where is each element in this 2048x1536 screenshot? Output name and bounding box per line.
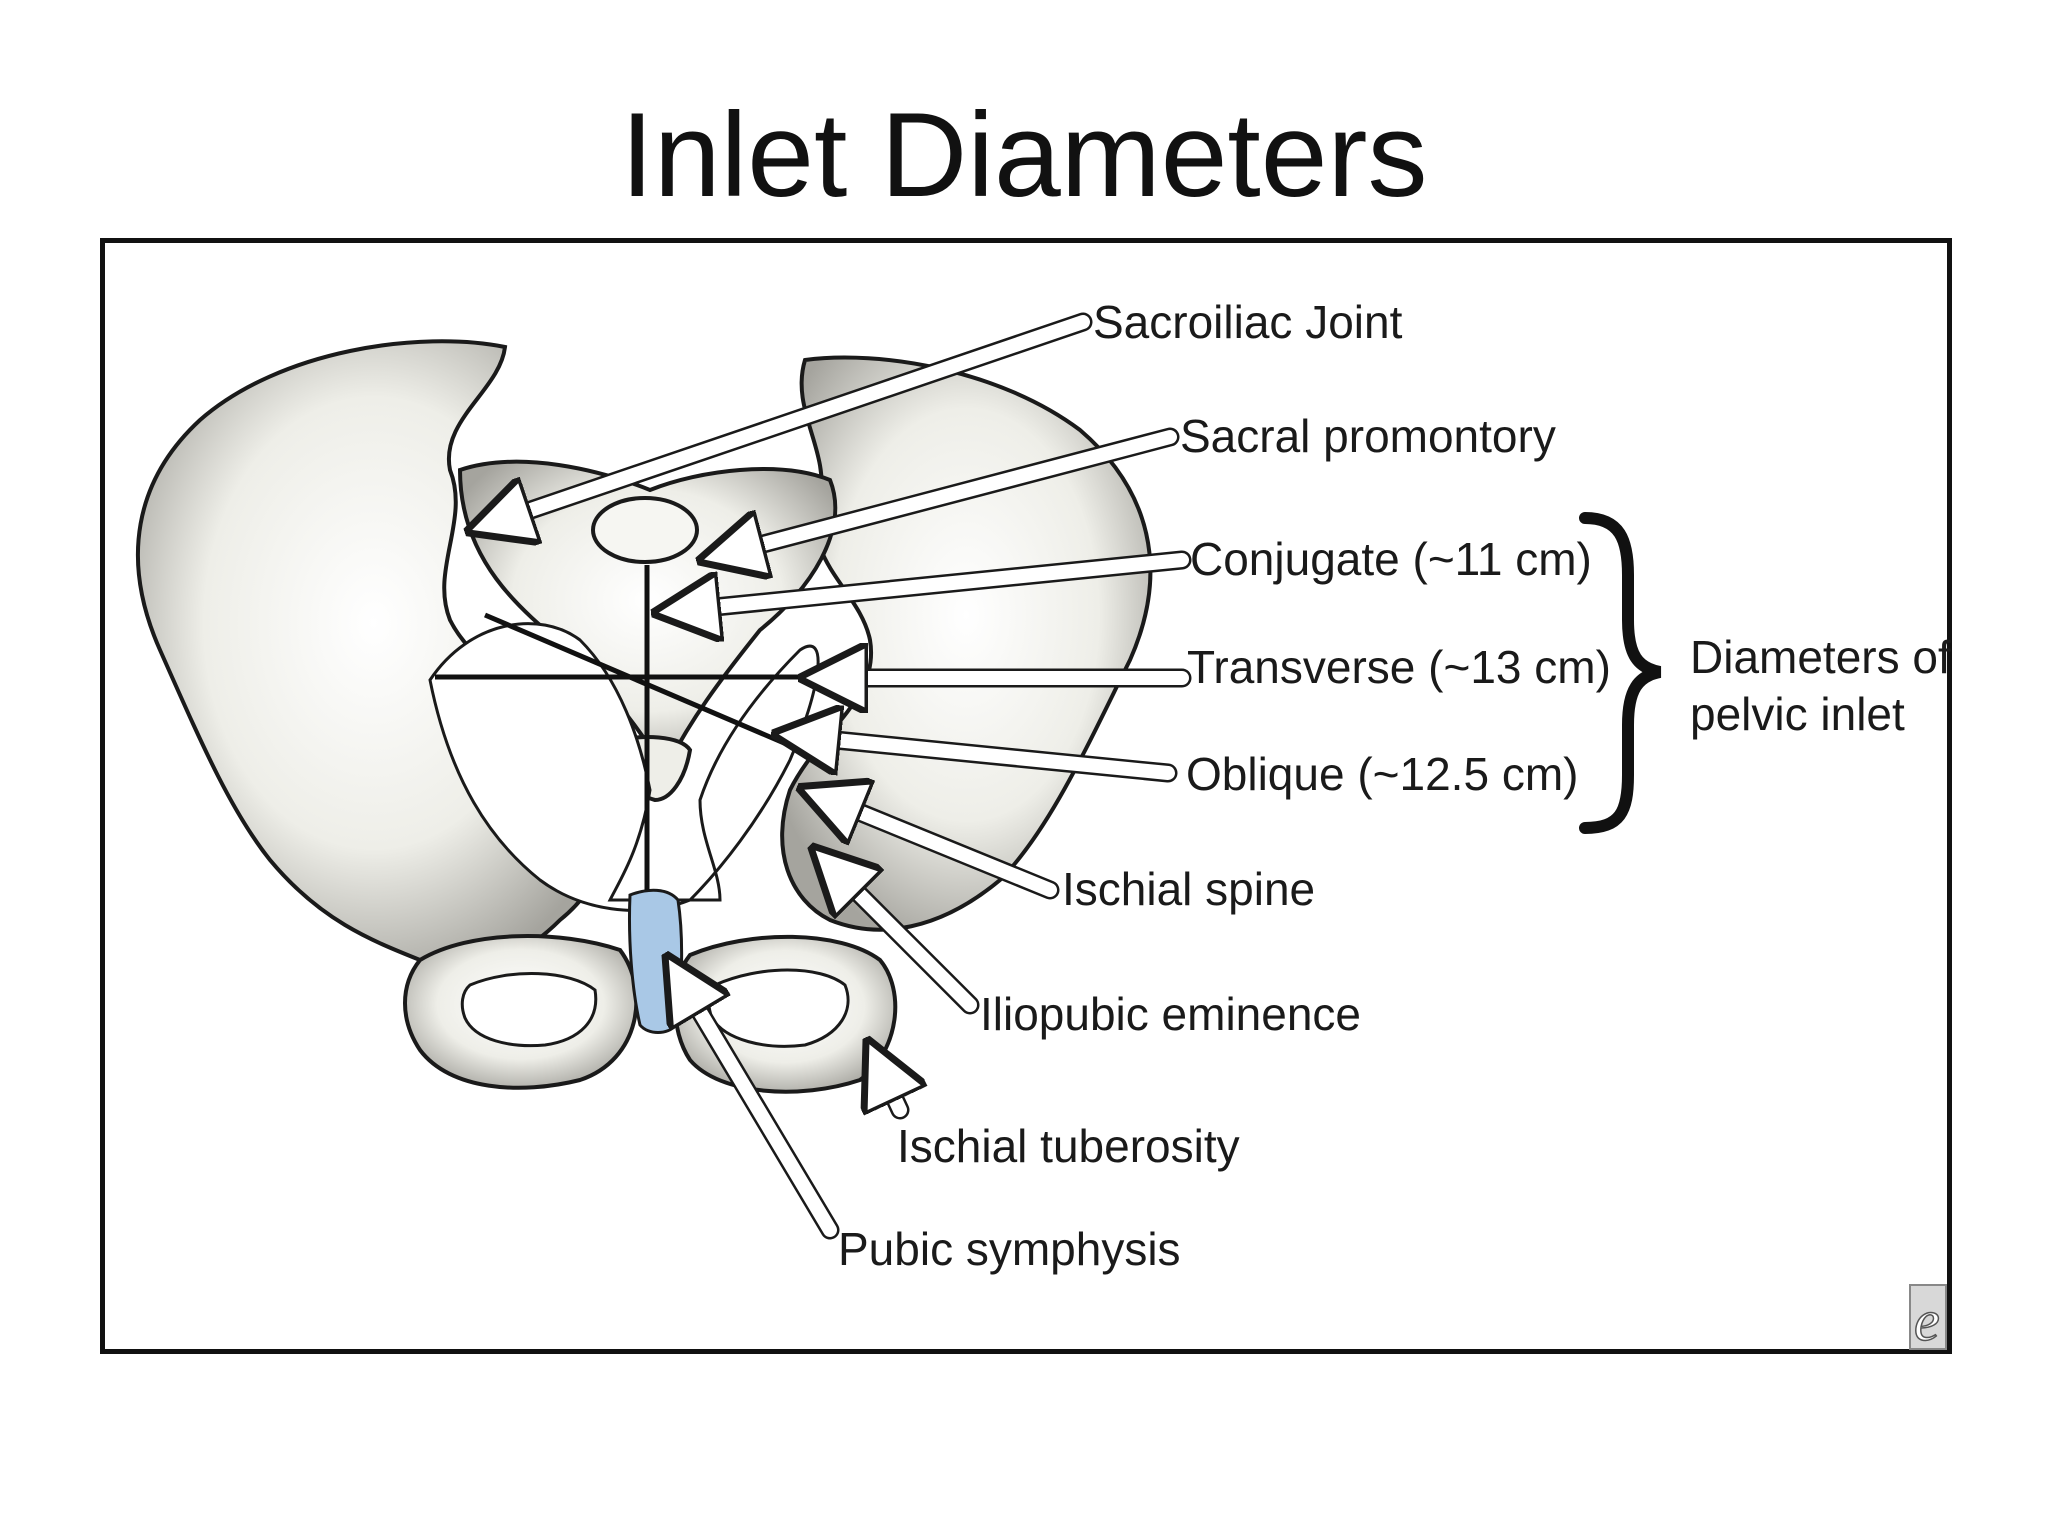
anatomy-labels: Sacroiliac Joint Sacral promontory Conju… — [838, 296, 1611, 1275]
right-ilium — [780, 355, 1153, 932]
label-ischial-tuberosity: Ischial tuberosity — [897, 1120, 1240, 1172]
corner-logo-glyph: e — [1914, 1288, 1940, 1353]
arrow-conjugate — [665, 550, 1192, 612]
label-sacroiliac-joint: Sacroiliac Joint — [1093, 296, 1403, 348]
sacral-vertebra — [591, 496, 699, 564]
label-transverse: Transverse (~13 cm) — [1187, 641, 1611, 693]
corner-logo: e — [1909, 1284, 1947, 1354]
label-ischial-spine: Ischial spine — [1062, 863, 1315, 915]
left-obturator-foramen — [460, 972, 598, 1048]
right-obturator-foramen — [707, 968, 850, 1048]
label-sacral-promontory: Sacral promontory — [1180, 410, 1556, 462]
group-label-line1: Diameters of — [1690, 631, 1951, 683]
label-pubic-symphysis: Pubic symphysis — [838, 1223, 1181, 1275]
pelvic-inlet — [428, 622, 820, 912]
oblique-diameter-line — [484, 612, 806, 755]
group-label-line2: pelvic inlet — [1690, 688, 1905, 740]
arrow-sacral-promontory — [710, 427, 1180, 558]
diameters-brace — [1579, 512, 1662, 834]
pointer-arrows — [478, 312, 1192, 1240]
inlet-diameter-lines — [435, 565, 860, 890]
arrow-iliopubic-eminence — [820, 855, 980, 1015]
label-conjugate: Conjugate (~11 cm) — [1190, 533, 1592, 585]
pelvis-illustration — [135, 339, 1153, 1094]
label-oblique: Oblique (~12.5 cm) — [1186, 748, 1578, 800]
arrow-ischial-spine — [810, 792, 1060, 900]
arrow-ischial-tuberosity — [872, 1050, 900, 1120]
arrow-oblique — [785, 735, 1178, 783]
arrow-sacroiliac-joint — [478, 312, 1093, 528]
arrow-pubic-symphysis — [672, 965, 840, 1240]
label-iliopubic-eminence: Iliopubic eminence — [980, 988, 1361, 1040]
slide-title: Inlet Diameters — [620, 88, 1428, 222]
